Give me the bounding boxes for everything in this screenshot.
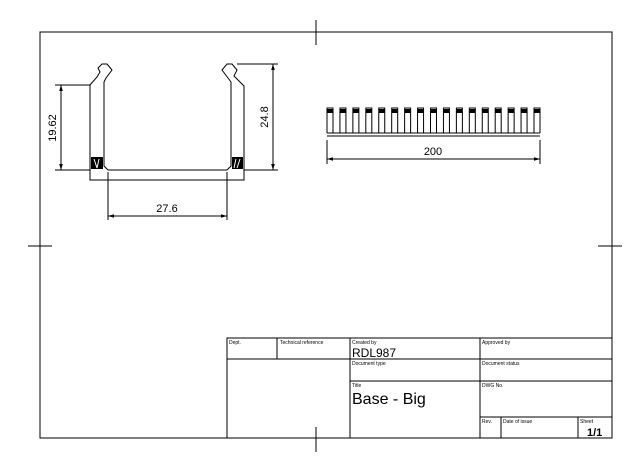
tooth-cap [508, 109, 515, 113]
tooth-cap [469, 109, 476, 113]
tooth-cap [534, 109, 540, 113]
rev-label: Rev. [482, 419, 492, 425]
tooth [481, 107, 489, 133]
document-status-label: Document status [482, 361, 520, 367]
center-marks [28, 20, 622, 452]
dim-bottom: 27.6 [156, 203, 177, 215]
tooth [468, 107, 476, 133]
tooth-cap [521, 109, 528, 113]
tooth [417, 107, 425, 133]
tooth-cap [327, 109, 333, 113]
tooth-cap [495, 109, 502, 113]
tooth [391, 107, 399, 133]
tooth-cap [430, 109, 437, 113]
drawing-frame [39, 31, 613, 439]
tooth-cap [378, 109, 385, 113]
tooth [352, 107, 360, 133]
tooth-cap [404, 109, 411, 113]
tooth-cap [417, 109, 424, 113]
title-label: Title [352, 383, 361, 389]
tooth-cap [482, 109, 489, 113]
tooth [442, 107, 450, 133]
tooth [339, 107, 347, 133]
tooth-cap [352, 109, 359, 113]
dim-right: 24.8 [259, 106, 271, 127]
title-value: Base - Big [352, 391, 426, 408]
tooth [430, 107, 437, 133]
title-block [226, 337, 613, 439]
tooth [520, 107, 528, 133]
date-label: Date of issue [503, 419, 532, 425]
approved-by-label: Approved by [482, 340, 511, 346]
created-by-label: Created by [352, 340, 377, 346]
profile-view: 19.62 24.8 27.6 [47, 63, 278, 220]
document-type-label: Document type [352, 361, 386, 367]
tooth [455, 107, 463, 133]
top-view: 200 [326, 107, 541, 164]
tooth [533, 107, 541, 133]
tooth [378, 107, 386, 133]
tooth [365, 107, 373, 133]
tooth [507, 107, 515, 133]
tech-ref-label: Technical reference [280, 340, 324, 346]
tooth [326, 107, 334, 133]
tooth-cap [456, 109, 463, 113]
created-by-value: RDL987 [352, 346, 396, 360]
dept-label: Dept. [229, 340, 241, 346]
tooth-cap [391, 109, 398, 113]
dim-left: 19.62 [47, 114, 59, 142]
tooth-cap [365, 109, 372, 113]
tooth-cap [443, 109, 450, 113]
dwg-no-label: DWG No. [482, 383, 503, 389]
sheet-value: 1/1 [587, 427, 602, 439]
tooth-cap [339, 109, 346, 113]
sheet-label: Sheet [580, 419, 594, 425]
tooth [494, 107, 502, 133]
tooth [404, 107, 412, 133]
dim-length: 200 [424, 146, 442, 158]
